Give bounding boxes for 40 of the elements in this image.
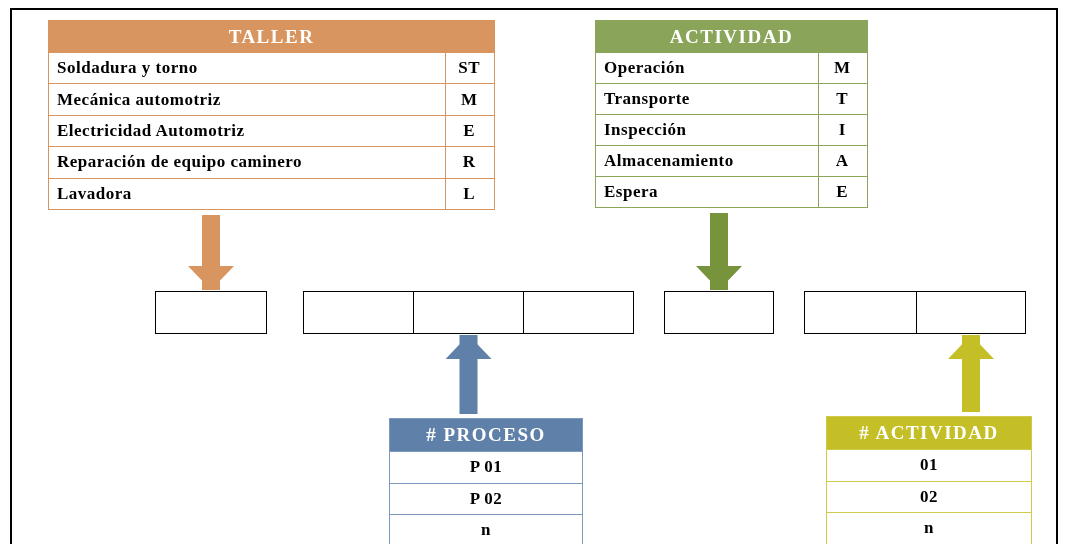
table-cell-text: Soldadura y torno [57, 58, 198, 79]
table-cell-text: n [924, 518, 934, 539]
code-text: M [460, 89, 478, 110]
block-arrow [188, 215, 234, 290]
table-cell-text: Mecánica automotriz [57, 89, 221, 110]
table-heading: # ACTIVIDAD [827, 417, 1031, 449]
code-table [389, 418, 583, 544]
table-cell-text: Almacenamiento [604, 151, 734, 171]
code-text: ST [458, 58, 481, 79]
table-cell-text: Reparación de equipo caminero [57, 152, 303, 173]
code-text: E [836, 182, 849, 202]
empty-box [664, 291, 774, 334]
code-text: L [463, 183, 476, 204]
table-cell-text: 01 [920, 455, 938, 476]
code-text: E [463, 120, 476, 141]
code-text: R [462, 152, 476, 173]
table-cell-text: P 01 [469, 457, 503, 478]
block-arrow [445, 335, 492, 414]
code-table [48, 20, 495, 210]
table-cell-text: P 02 [469, 488, 503, 509]
empty-box [155, 291, 267, 334]
table-heading: ACTIVIDAD [596, 21, 867, 52]
code-text: T [836, 89, 849, 109]
table-cell-text: Inspección [604, 120, 687, 140]
table-heading: TALLER [49, 21, 494, 52]
code-table [826, 416, 1032, 544]
table-cell-text: Operación [604, 58, 685, 78]
code-table [595, 20, 868, 208]
table-cell-text: Espera [604, 182, 658, 202]
code-text: I [838, 120, 846, 140]
table-cell-text: 02 [920, 486, 938, 507]
table-heading: # PROCESO [390, 419, 582, 451]
table-cell-text: Electricidad Automotriz [57, 120, 245, 141]
table-cell-text: Lavadora [57, 183, 132, 204]
block-arrow [948, 335, 994, 412]
table-cell-text: Transporte [604, 89, 690, 109]
table-cell-text: n [481, 520, 491, 541]
block-arrow [696, 213, 742, 290]
code-text: M [833, 58, 851, 78]
code-text: A [835, 151, 849, 171]
